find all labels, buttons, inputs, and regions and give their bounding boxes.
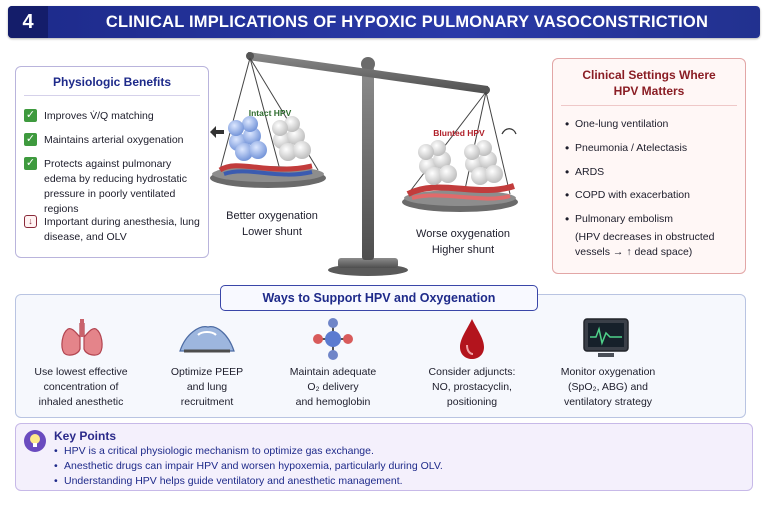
bullet-icon: • — [54, 445, 58, 457]
lungs-icon — [61, 319, 103, 356]
way-line: concentration of — [43, 381, 119, 393]
scale-beam — [248, 52, 488, 94]
way-line: Use lowest effective — [34, 366, 128, 378]
oxygen-molecule-icon — [313, 318, 353, 360]
bullet-icon: • — [565, 212, 570, 226]
pan-string — [463, 91, 487, 195]
intact-hpv-caption: Better oxygenation Lower shunt — [212, 208, 332, 240]
right-arrow-icon — [501, 128, 517, 135]
way-item-adjuncts: Consider adjuncts: NO, prostacyclin, pos… — [412, 365, 532, 410]
clinical-item: • ARDS — [565, 165, 605, 179]
benefits-title: Physiologic Benefits — [52, 75, 172, 89]
bullet-icon: • — [565, 188, 570, 202]
clinical-item: • Pneumonia / Atelectasis — [565, 141, 688, 155]
scale-pole — [362, 66, 374, 260]
caption-line: Lower shunt — [242, 226, 302, 238]
beam-end-left — [246, 52, 254, 60]
intact-hpv-alveoli — [218, 116, 313, 177]
header-banner: 4 CLINICAL IMPLICATIONS OF HYPOXIC PULMO… — [8, 6, 760, 38]
pan-string — [249, 57, 281, 171]
clinical-note: (HPV decreases in obstructed vessels → ↑… — [575, 231, 715, 258]
blunted-hpv-alveoli — [406, 140, 515, 201]
clinical-settings-panel: Clinical Settings Where HPV Matters • On… — [552, 58, 746, 274]
pan-string — [407, 91, 487, 195]
way-line: and hemoglobin — [295, 396, 371, 408]
benefit-item: ↓ Important during anesthesia, lung dise… — [24, 215, 204, 245]
key-point-item: •Anesthetic drugs can impair HPV and wor… — [54, 460, 443, 472]
pan-string — [219, 57, 251, 171]
benefit-item: ✓ Protects against pulmonary edema by re… — [24, 157, 187, 215]
way-item-anesthetic: Use lowest effective concentration of in… — [22, 365, 140, 410]
bullet-icon: • — [565, 141, 570, 155]
blunted-hpv-label: Blunted HPV — [433, 128, 485, 138]
caption-line: Worse oxygenation — [416, 228, 510, 240]
scale-foot — [338, 258, 398, 268]
caption-line: Higher shunt — [431, 244, 495, 256]
way-line: O₂ delivery — [307, 381, 359, 393]
title-line: Clinical Settings Where — [582, 68, 716, 82]
balance-scale-illustration — [210, 52, 518, 276]
monitor-icon — [583, 318, 629, 357]
clinical-item: • COPD with exacerbation — [565, 188, 690, 202]
way-line: ventilatory strategy — [563, 396, 653, 408]
blunted-hpv-caption: Worse oxygenation Higher shunt — [398, 226, 528, 258]
title-line: HPV Matters — [613, 84, 685, 98]
bullet-icon: • — [565, 117, 570, 131]
pan-string — [485, 91, 511, 195]
caption-line: Better oxygenation — [226, 210, 318, 222]
way-line: Consider adjuncts: — [428, 366, 516, 378]
clinical-item: • One-lung ventilation — [565, 117, 669, 131]
divider — [24, 95, 200, 96]
blood-drop-icon — [460, 319, 484, 359]
benefit-item: ✓ Maintains arterial oxygenation — [24, 133, 184, 146]
check-icon: ✓ — [24, 109, 37, 122]
way-line: positioning — [446, 396, 498, 408]
key-point-item: •HPV is a critical physiologic mechanism… — [54, 445, 374, 457]
bullet-icon: • — [54, 475, 58, 487]
bullet-icon: • — [565, 165, 570, 179]
way-line: inhaled anesthetic — [38, 396, 124, 408]
key-point-item: •Understanding HPV helps guide ventilato… — [54, 475, 403, 487]
key-points-title: Key Points — [54, 429, 117, 443]
way-line: and lung — [186, 381, 228, 393]
way-line: (SpO₂, ABG) and — [568, 381, 648, 393]
way-line: recruitment — [180, 396, 234, 408]
clinical-item: • Pulmonary embolism — [565, 212, 674, 226]
anesthesia-warning-icon: ↓ — [24, 215, 37, 228]
key-points-panel: Key Points •HPV is a critical physiologi… — [15, 423, 753, 491]
page-title: CLINICAL IMPLICATIONS OF HYPOXIC PULMONA… — [105, 13, 709, 31]
ways-title: Ways to Support HPV and Oxygenation — [220, 285, 538, 311]
bullet-icon: • — [54, 460, 58, 472]
check-icon: ✓ — [24, 157, 37, 170]
intact-hpv-label: Intact HPV — [248, 108, 292, 118]
divider — [561, 105, 737, 106]
way-line: Optimize PEEP — [170, 366, 244, 378]
peep-icon — [179, 326, 235, 353]
check-icon: ✓ — [24, 133, 37, 146]
physiologic-benefits-panel: Physiologic Benefits ✓ Improves V̇/Q mat… — [15, 66, 209, 258]
clinical-title: Clinical Settings Where HPV Matters — [553, 67, 745, 99]
way-line: Monitor oxygenation — [560, 366, 656, 378]
way-item-peep: Optimize PEEP and lung recruitment — [152, 365, 262, 410]
way-item-oxygen-delivery: Maintain adequate O₂ delivery and hemogl… — [278, 365, 388, 410]
lightbulb-icon — [24, 430, 46, 452]
scale-pivot — [361, 57, 375, 71]
way-line: NO, prostacyclin, — [432, 381, 512, 393]
way-item-monitoring: Monitor oxygenation (SpO₂, ABG) and vent… — [546, 365, 670, 410]
beam-end-right — [482, 86, 490, 94]
benefit-item: ✓ Improves V̇/Q matching — [24, 109, 154, 122]
ways-to-support-panel: Ways to Support HPV and Oxygenation Use … — [15, 285, 746, 418]
way-line: Maintain adequate — [289, 366, 377, 378]
section-number: 4 — [8, 6, 48, 38]
left-arrow-icon — [210, 126, 224, 138]
